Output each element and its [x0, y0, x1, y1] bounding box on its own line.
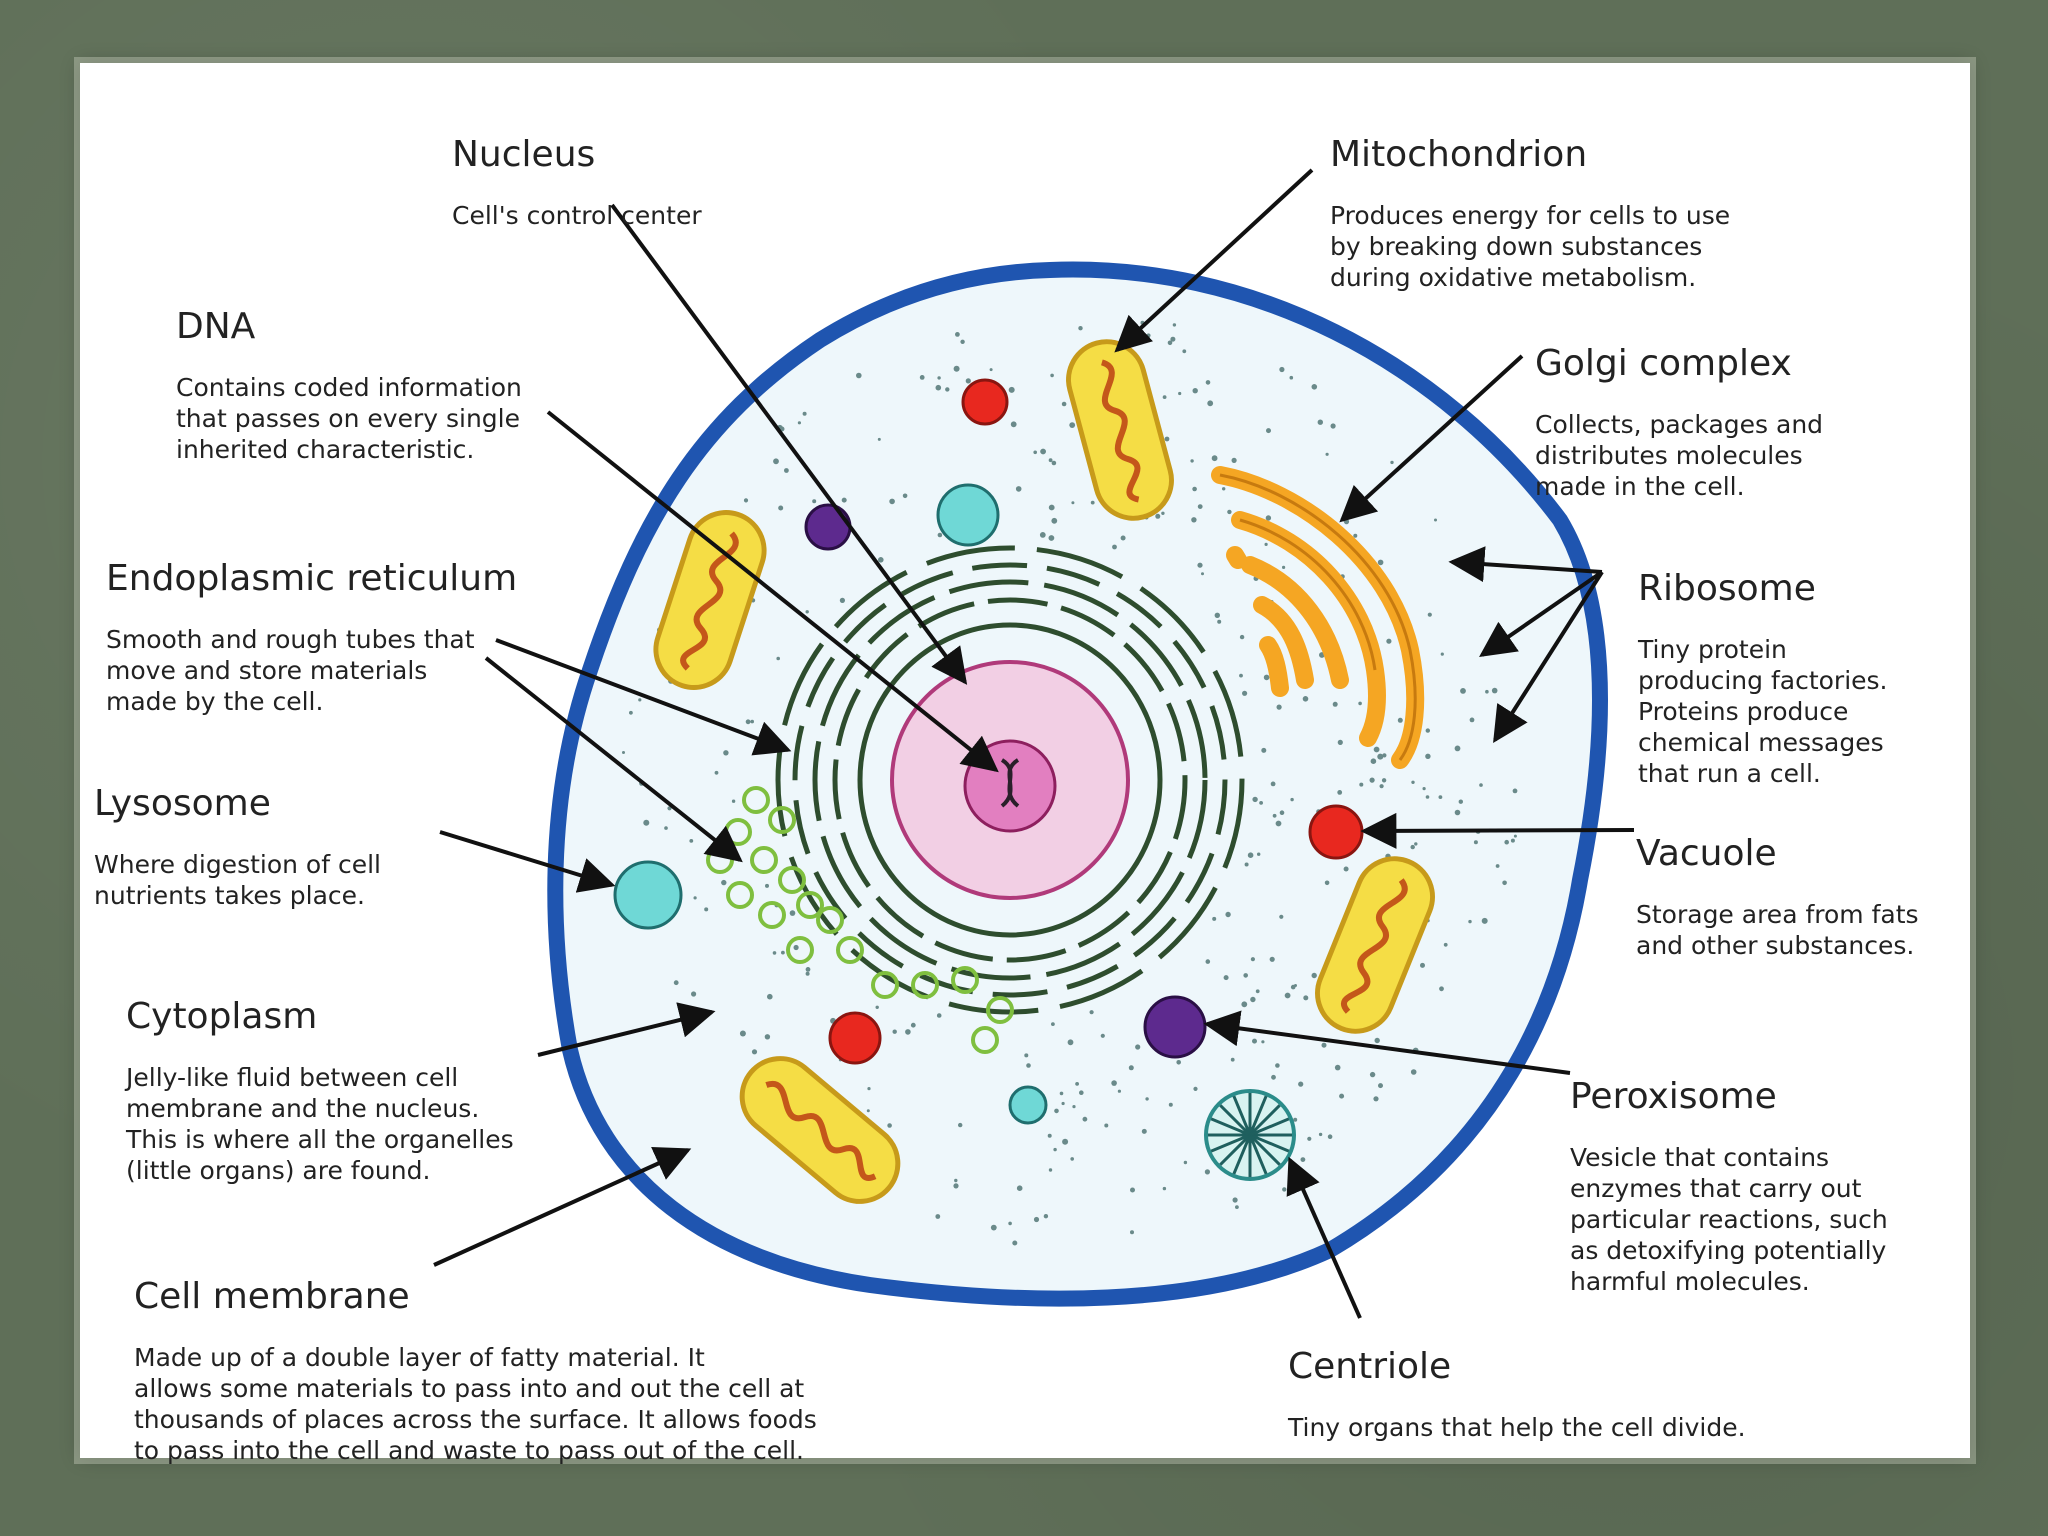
- arrow-mitochondrion: [1114, 168, 1314, 353]
- label-vacuole: Vacuole Storage area from fats and other…: [1636, 815, 1919, 980]
- arrow-cytoplasm: [537, 1002, 716, 1057]
- lysosomes: [613, 483, 1048, 1125]
- centriole: [1204, 1089, 1296, 1181]
- endoplasmic-reticulum: [775, 545, 1245, 1015]
- arrow-er-1: [495, 638, 792, 756]
- label-nucleus-desc: Cell's control center: [452, 201, 702, 230]
- label-ribosome-title: Ribosome: [1638, 568, 1816, 609]
- label-peroxisome-desc: Vesicle that contains enzymes that carry…: [1570, 1143, 1888, 1296]
- arrow-ribosome-1: [1448, 546, 1603, 583]
- label-lysosome-desc: Where digestion of cell nutrients takes …: [94, 850, 381, 910]
- vesicles: [706, 786, 1014, 1054]
- arrow-ribosome-2: [1479, 570, 1604, 658]
- mitochondria: [653, 339, 1435, 1204]
- arrow-golgi: [1339, 354, 1524, 523]
- label-cytoplasm-desc: Jelly-like fluid between cell membrane a…: [126, 1063, 514, 1185]
- dna-strand: [1000, 758, 1020, 808]
- label-cytoplasm: Cytoplasm Jelly-like fluid between cell …: [126, 978, 514, 1205]
- label-golgi-title: Golgi complex: [1535, 343, 1792, 384]
- arrow-peroxisome: [1203, 1010, 1571, 1075]
- label-dna-desc: Contains coded information that passes o…: [176, 373, 522, 464]
- label-nucleus: Nucleus Cell's control center: [452, 116, 702, 250]
- label-membrane-title: Cell membrane: [134, 1276, 410, 1317]
- label-centriole: Centriole Tiny organs that help the cell…: [1288, 1328, 1746, 1462]
- leader-lines: [433, 168, 1635, 1319]
- cytoplasm-granules: [622, 320, 1518, 1246]
- arrow-centriole: [1286, 1156, 1362, 1319]
- label-ribosome-desc: Tiny protein producing factories. Protei…: [1638, 635, 1888, 788]
- label-golgi-desc: Collects, packages and distributes molec…: [1535, 410, 1824, 501]
- label-peroxisome: Peroxisome Vesicle that contains enzymes…: [1570, 1058, 1888, 1316]
- label-er-desc: Smooth and rough tubes that move and sto…: [106, 625, 475, 716]
- arrow-dna: [546, 410, 999, 773]
- label-dna: DNA Contains coded information that pass…: [176, 288, 522, 484]
- arrow-lysosome: [439, 830, 616, 893]
- arrow-nucleus: [610, 203, 968, 685]
- label-membrane-desc: Made up of a double layer of fatty mater…: [134, 1343, 817, 1465]
- arrow-er-2: [484, 656, 743, 863]
- label-dna-title: DNA: [176, 306, 256, 347]
- label-vacuole-desc: Storage area from fats and other substan…: [1636, 900, 1919, 960]
- label-golgi: Golgi complex Collects, packages and dis…: [1535, 325, 1823, 521]
- label-cytoplasm-title: Cytoplasm: [126, 996, 318, 1037]
- label-centriole-desc: Tiny organs that help the cell divide.: [1288, 1413, 1746, 1442]
- label-er: Endoplasmic reticulum Smooth and rough t…: [106, 540, 517, 736]
- label-peroxisome-title: Peroxisome: [1570, 1076, 1777, 1117]
- label-centriole-title: Centriole: [1288, 1346, 1452, 1387]
- label-lysosome-title: Lysosome: [94, 783, 271, 824]
- label-membrane: Cell membrane Made up of a double layer …: [134, 1258, 817, 1485]
- label-mitochondrion: Mitochondrion Produces energy for cells …: [1330, 116, 1730, 312]
- arrow-ribosome-3: [1493, 570, 1604, 744]
- label-er-title: Endoplasmic reticulum: [106, 558, 518, 599]
- arrow-membrane: [433, 1146, 692, 1267]
- arrow-vacuole: [1360, 812, 1635, 849]
- label-mitochondrion-desc: Produces energy for cells to use by brea…: [1330, 201, 1731, 292]
- label-vacuole-title: Vacuole: [1636, 833, 1777, 874]
- label-nucleus-title: Nucleus: [452, 134, 596, 175]
- label-lysosome: Lysosome Where digestion of cell nutrien…: [94, 765, 381, 930]
- golgi-stroke: [1219, 473, 1417, 761]
- label-ribosome: Ribosome Tiny protein producing factorie…: [1638, 550, 1888, 808]
- label-mitochondrion-title: Mitochondrion: [1330, 134, 1588, 175]
